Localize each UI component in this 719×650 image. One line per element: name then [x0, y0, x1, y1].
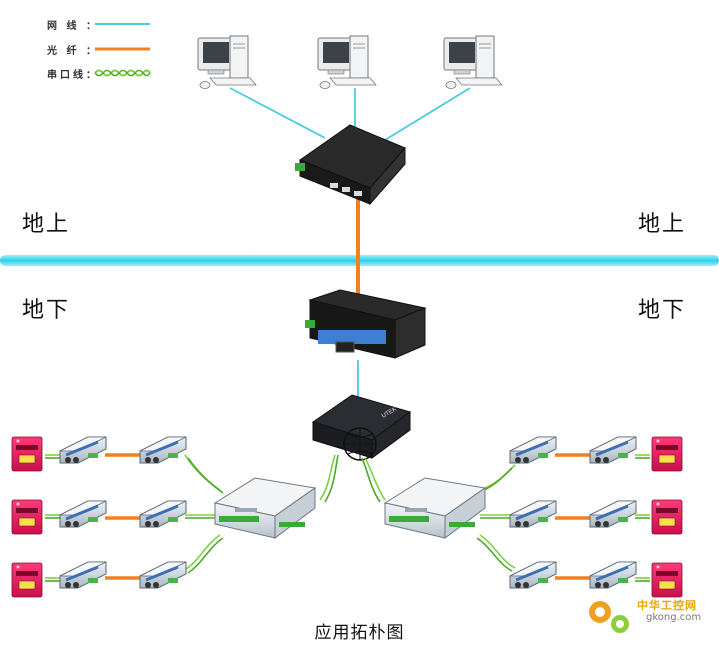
serial-device-server-icon: UTEK: [311, 394, 412, 461]
gear-icon: [589, 601, 629, 633]
terminal-device-icon: [651, 436, 683, 472]
watermark-brand: 中华工控网: [637, 599, 697, 612]
fiber-modem-icon: [508, 499, 558, 529]
fiber-modem-icon: [138, 560, 188, 590]
terminal-device-icon: [11, 562, 43, 598]
legend-serial-label: 串口线：: [47, 70, 99, 81]
fiber-modem-icon: [508, 435, 558, 465]
serial-links: [45, 454, 650, 582]
zone-below-left: 地下: [22, 298, 71, 323]
legend-ethernet-label: 网 线 ：: [47, 21, 99, 32]
fiber-media-converter-icon: [305, 289, 427, 359]
fiber-modem-icon: [588, 499, 638, 529]
terminal-device-icon: [11, 436, 43, 472]
computer-icon: [443, 35, 503, 89]
terminal-device-icon: [651, 562, 683, 598]
computer-icon: [317, 35, 377, 89]
fiber-modem-icon: [508, 560, 558, 590]
fiber-modem-icon: [58, 560, 108, 590]
diagram-caption: 应用拓朴图: [314, 623, 405, 643]
watermark-url: gkong.com: [646, 612, 702, 623]
rs485-hub-icon: [214, 477, 316, 539]
fiber-modem-icon: [588, 560, 638, 590]
zone-above-left: 地上: [22, 212, 71, 237]
fiber-modem-icon: [588, 435, 638, 465]
terminal-device-icon: [651, 499, 683, 535]
ethernet-switch-icon: [295, 124, 406, 206]
legend-serial-swatch: [94, 69, 151, 77]
fiber-modem-icon: [58, 435, 108, 465]
legend-fiber-label: 光 纤 ：: [47, 46, 99, 57]
fiber-modem-icon: [138, 499, 188, 529]
fiber-modem-icon: [58, 499, 108, 529]
terminal-device-icon: [11, 499, 43, 535]
fiber-links: [105, 453, 590, 580]
zone-below-right: 地下: [638, 298, 687, 323]
fiber-modem-icon: [138, 435, 188, 465]
rs485-hub-icon: [384, 477, 486, 539]
zone-above-right: 地上: [638, 212, 687, 237]
computer-icon: [197, 35, 257, 89]
